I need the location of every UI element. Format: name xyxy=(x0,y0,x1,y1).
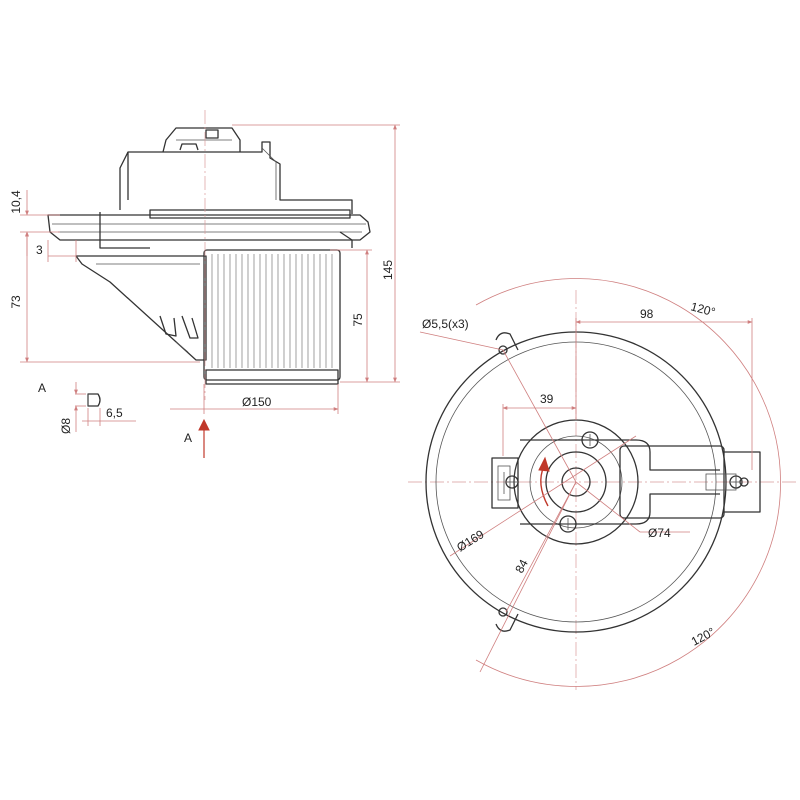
dim-hub-diameter: Ø74 xyxy=(648,526,671,540)
dim-flange-diameter: Ø169 xyxy=(454,527,487,555)
detail-a-label: A xyxy=(38,381,46,395)
rotation-arrow xyxy=(538,456,550,507)
dim-height-lower: 73 xyxy=(9,295,23,309)
dim-flange-thickness: 10,4 xyxy=(9,190,23,214)
dim-hole-spec: Ø5,5(x3) xyxy=(422,317,469,331)
dim-angle-upper: 120° xyxy=(689,299,717,319)
mounting-flange xyxy=(47,209,371,249)
dim-offset-98: 98 xyxy=(640,307,654,321)
dim-height-total: 145 xyxy=(381,260,395,280)
screw-right xyxy=(729,475,743,489)
dim-angle-lower: 120° xyxy=(689,625,718,649)
blower-wheel xyxy=(203,249,341,385)
dim-wheel-diameter: Ø150 xyxy=(242,395,272,409)
view-arrow-a: A xyxy=(184,418,210,458)
top-view: Ø5,5(x3) 98 120° 39 Ø169 Ø74 84 120° xyxy=(408,278,798,690)
reference-arc xyxy=(475,278,781,687)
detail-a: A Ø8 6,5 xyxy=(38,381,136,434)
dim-offset: 3 xyxy=(36,243,43,257)
dim-wheel-height: 75 xyxy=(351,313,365,327)
side-view: 145 75 10,4 3 73 Ø150 A xyxy=(9,110,400,458)
motor-housing xyxy=(119,127,353,214)
screw-left xyxy=(505,475,519,489)
wheel-blades xyxy=(211,254,333,368)
motor-cone xyxy=(75,255,207,361)
dim-offset-39: 39 xyxy=(540,392,554,406)
dim-radius-84: 84 xyxy=(512,557,531,576)
screw-lower xyxy=(559,515,577,533)
view-arrow-label: A xyxy=(184,431,192,445)
mount-hole-upper xyxy=(498,345,508,355)
dim-pin-diameter: Ø8 xyxy=(59,418,73,434)
screw-upper xyxy=(581,431,599,449)
dim-pin-length: 6,5 xyxy=(106,406,123,420)
mount-hole-lower xyxy=(498,607,508,617)
